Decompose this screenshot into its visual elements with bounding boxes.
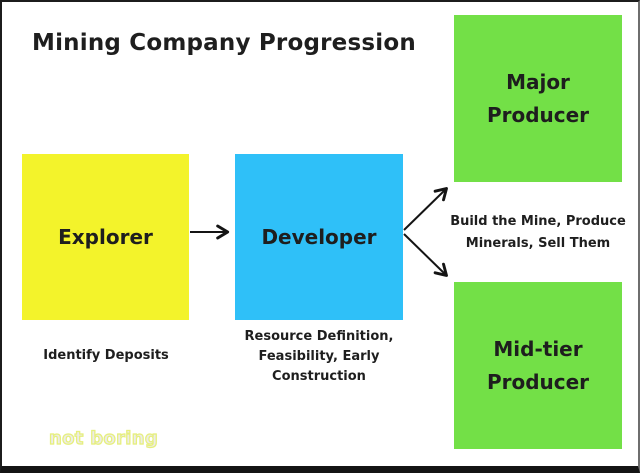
caption-explorer: Identify Deposits [43,348,169,363]
page-title: Mining Company Progression [32,30,416,56]
caption-developer: Resource Definition, Feasibility, Early … [229,327,409,387]
caption-developer-line3: Construction [272,369,366,384]
caption-developer-line2: Feasibility, Early [258,349,380,364]
node-major-producer-label-line1: Major [506,69,570,94]
node-explorer: Explorer [22,154,189,320]
node-midtier-producer: Mid-tier Producer [454,282,622,449]
arrow-developer-to-midtier-producer [403,233,448,277]
node-midtier-producer-label-line1: Mid-tier [493,336,583,361]
node-developer: Developer [235,154,403,320]
node-midtier-producer-label-line2: Producer [486,369,590,394]
node-explorer-label: Explorer [58,224,153,249]
arrow-developer-to-major-producer [403,187,448,231]
caption-producers-note: Build the Mine, Produce Minerals, Sell T… [443,211,633,255]
caption-producers-note-line1: Build the Mine, Produce [450,214,626,229]
node-major-producer: Major Producer [454,15,622,182]
not-boring-logo: not boring [48,427,159,449]
node-developer-label: Developer [261,224,377,249]
caption-producers-note-line2: Minerals, Sell Them [465,236,611,251]
node-major-producer-label-line2: Producer [486,102,590,127]
caption-developer-line1: Resource Definition, [244,329,394,344]
